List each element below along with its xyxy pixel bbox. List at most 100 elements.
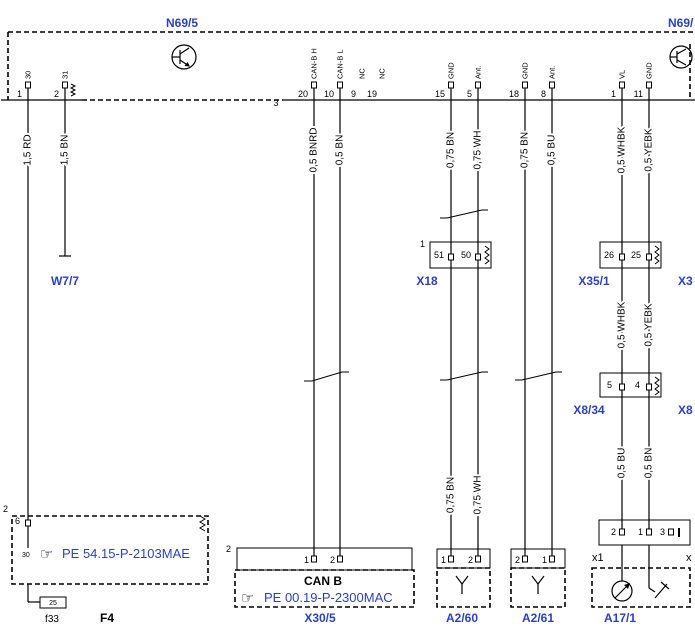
pin-contact — [619, 528, 625, 536]
antenna-a2-60: 1 2 A2/60 — [436, 548, 491, 625]
pin-contact — [62, 81, 68, 89]
connector-label-cut[interactable]: X8 — [678, 403, 693, 417]
shield-icon — [199, 515, 206, 532]
pin-contact — [448, 253, 454, 261]
control-module-n69-5: N69/5 N69/ 3 — [1, 16, 695, 108]
module-pin: GND 11 — [634, 62, 654, 99]
pin-number: 15 — [435, 89, 445, 99]
connector-pin-number: 5 — [607, 380, 612, 390]
hand-pointer-icon[interactable]: ☞ — [241, 589, 254, 607]
wire-label: 1,5 BN — [60, 135, 71, 166]
module-pin: NC 9 — [351, 68, 367, 99]
pin-contact — [311, 555, 317, 563]
wire-label: 0,5 BN — [335, 135, 346, 166]
transistor-icon — [171, 44, 197, 70]
wire-label: 0,5 BNRD — [309, 127, 320, 172]
pin-name: 31 — [61, 71, 70, 79]
pin-name: CAN-B H — [310, 48, 319, 79]
wire-label: 0,75 BN — [446, 477, 457, 513]
pin-contact — [448, 555, 454, 563]
fuse-symbol — [39, 596, 67, 609]
wire-label: 0,5 YEBK — [644, 128, 655, 172]
module-pin: Ant. 5 — [467, 66, 483, 99]
connector-label[interactable]: X8/34 — [573, 403, 605, 417]
pin-name: VL — [618, 70, 627, 79]
connector-x8-34: 5 4 X8/34 X8 — [573, 372, 693, 417]
connector-pin-number: 1 — [638, 527, 643, 537]
pin-contact — [475, 81, 481, 89]
pin-contact — [668, 528, 674, 536]
connector-pin-number: 2 — [468, 555, 473, 565]
connector-label-cut[interactable]: X3 — [678, 274, 693, 288]
wire-break-mark — [440, 371, 488, 381]
connector-designation-right: x — [686, 552, 692, 564]
pin-contact — [619, 81, 625, 89]
component-label[interactable]: A2/61 — [522, 611, 554, 625]
connector-x18: 1 51 50 X18 — [416, 239, 492, 288]
pin-contact — [646, 81, 652, 89]
pin-contact — [646, 528, 652, 536]
pin-number: 20 — [298, 89, 308, 99]
wire-label: 0,5 WHBK — [617, 126, 628, 173]
component-label[interactable]: A2/60 — [446, 611, 478, 625]
pin-name: Ant. — [548, 66, 557, 79]
shield-icon — [69, 83, 77, 97]
component-index: 2 — [226, 544, 231, 554]
ground-point-label[interactable]: W7/7 — [51, 274, 79, 288]
connector-label[interactable]: X35/1 — [578, 274, 610, 288]
connector-pin-number: 2 — [330, 555, 335, 565]
shield-icon — [654, 376, 660, 396]
pin-number: 18 — [509, 89, 519, 99]
connector-pin-number: 1 — [304, 555, 309, 565]
fuse-value: 25 — [49, 600, 57, 607]
reference-link[interactable]: PE 00.19-P-2300MAC — [264, 590, 393, 605]
pin-name: 30 — [24, 71, 33, 79]
pin-contact — [448, 81, 454, 89]
connector-pin-number: 51 — [434, 250, 444, 260]
connector-housing — [598, 519, 691, 546]
reference-link[interactable]: PE 54.15-P-2103MAE — [62, 546, 190, 561]
pin-number: 9 — [351, 89, 356, 99]
wire-break-mark — [440, 209, 488, 219]
pin-number: 8 — [541, 89, 546, 99]
connector-housing — [599, 372, 662, 398]
module-pin: GND 15 — [435, 62, 456, 99]
wire-label: 0,75 WH — [473, 476, 484, 515]
connector-label[interactable]: X30/5 — [304, 611, 336, 625]
pin-name: NC — [378, 68, 387, 79]
wire-label: 0,75 WH — [473, 131, 484, 170]
switch-icon — [648, 581, 670, 599]
pin-contact — [549, 81, 555, 89]
wire-label: 1,5 RD — [23, 134, 34, 165]
connector-housing — [599, 241, 662, 269]
connector-pin-number: 26 — [604, 250, 614, 260]
antenna-a2-61: 2 1 A2/61 — [510, 548, 566, 625]
connector-pin-number: 1 — [542, 555, 547, 565]
pin-name: GND — [447, 62, 456, 79]
connector-pin-number: 25 — [631, 250, 641, 260]
module-label-right[interactable]: N69/ — [668, 16, 694, 30]
connector-label[interactable]: X18 — [416, 274, 438, 288]
pin-number: 11 — [634, 89, 643, 99]
module-label[interactable]: N69/5 — [166, 16, 198, 30]
pin-number: 5 — [467, 89, 472, 99]
pin-contact — [522, 555, 528, 563]
wire-label: 0,75 BN — [446, 132, 457, 168]
component-boundary — [436, 567, 491, 608]
pin-contact — [646, 383, 652, 391]
hand-pointer-icon[interactable]: ☞ — [40, 545, 53, 563]
connector-housing — [429, 241, 492, 269]
module-pin: 30 1 — [17, 71, 33, 99]
connector-designation: x1 — [592, 552, 604, 564]
connector-pin-number: 3 — [660, 527, 665, 537]
wire-label: 0,5 BU — [617, 448, 628, 479]
wire-label: 0,5 BU — [547, 135, 558, 166]
pin-contact — [475, 253, 481, 261]
connector-x30-5: 2 1 2 CAN B ☞ PE 00.19-P-2300MAC X30/5 — [226, 544, 415, 625]
terminal-label: 30 — [22, 552, 30, 559]
component-label[interactable]: A17/1 — [604, 611, 636, 625]
pin-contact — [619, 383, 625, 391]
module-pin: CAN-B H 20 — [298, 48, 319, 99]
pin-contact — [25, 519, 31, 527]
